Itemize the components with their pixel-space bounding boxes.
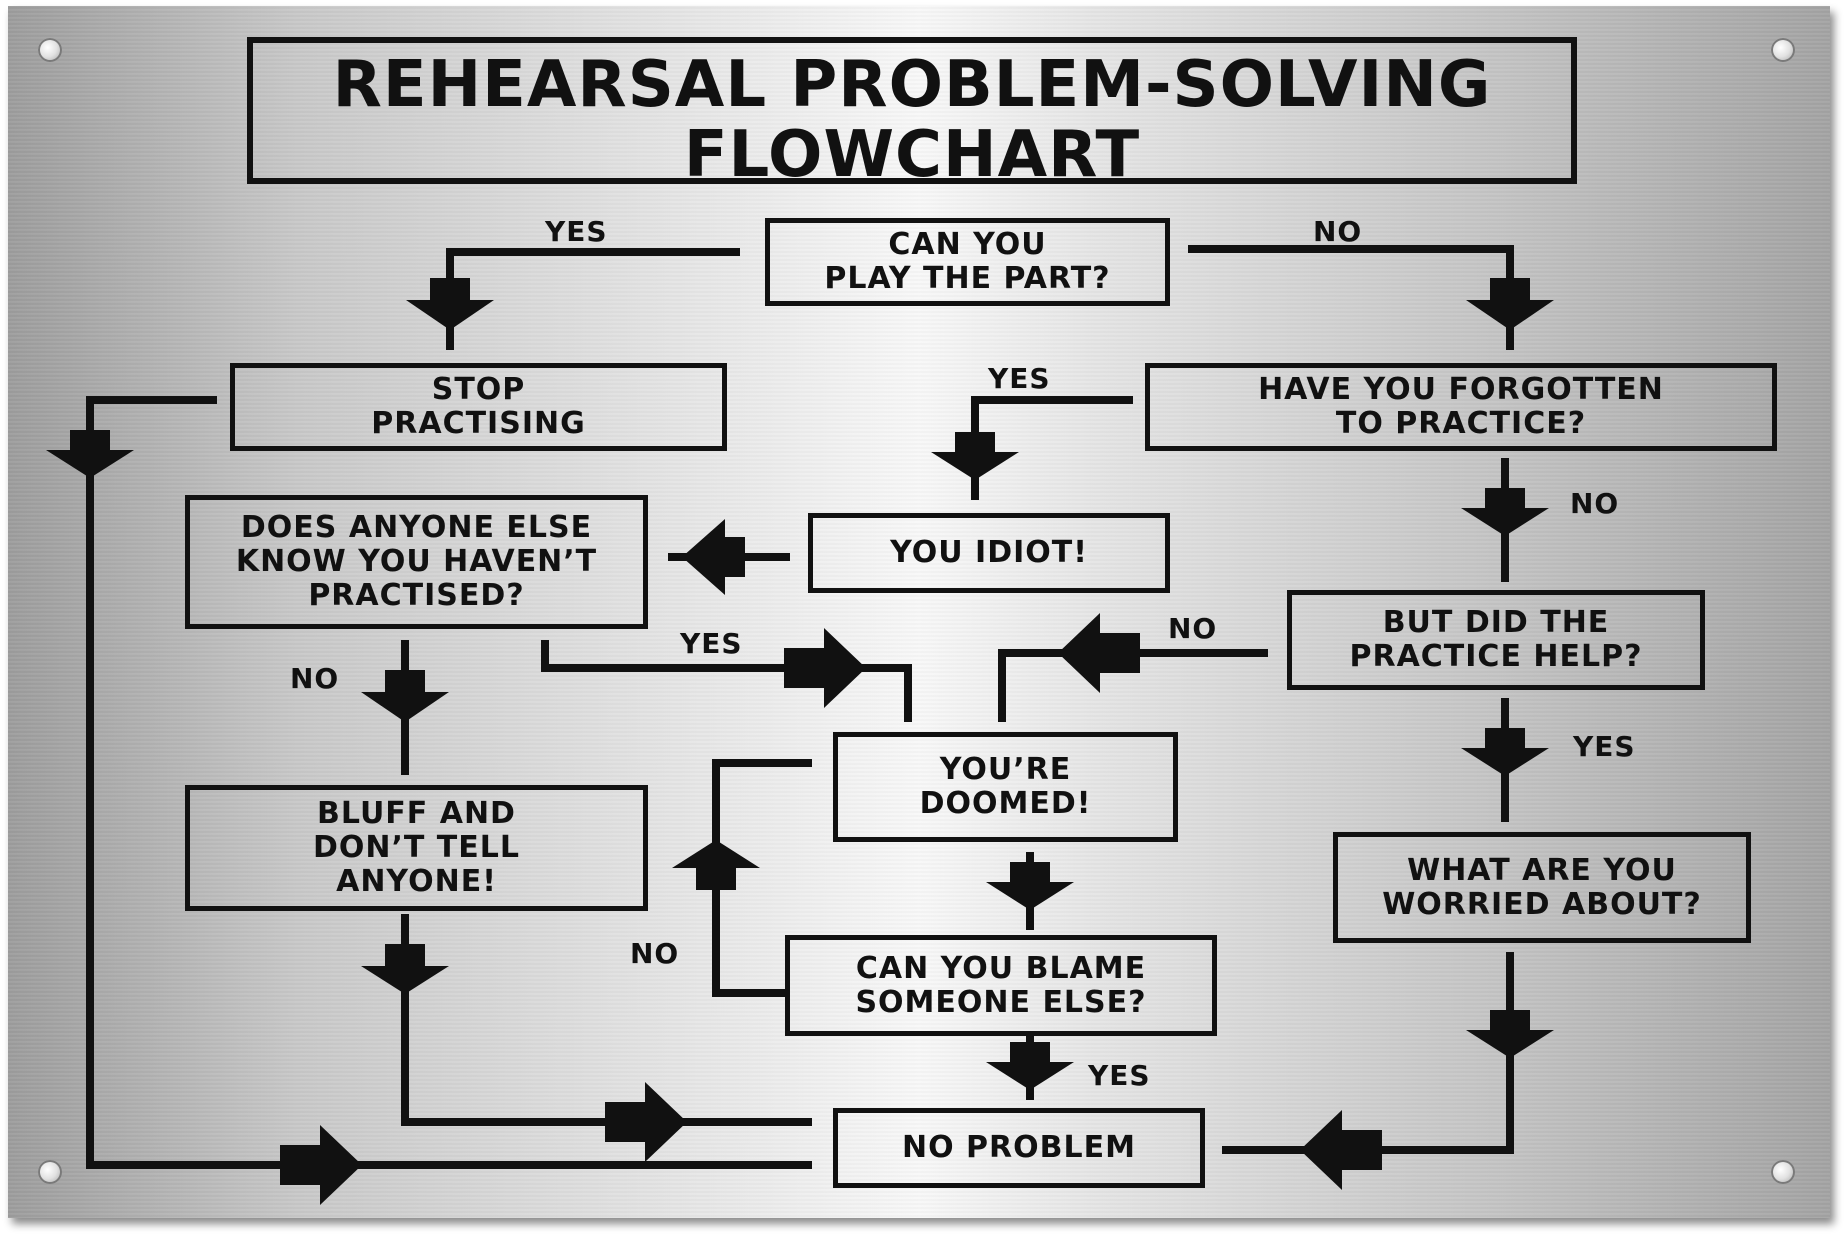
connector-no-top [1188, 245, 1514, 350]
title-line-2: FLOWCHART [683, 118, 1141, 192]
node-text-line: ANYONE! [336, 864, 497, 899]
arrow-down-no-know-icon [361, 670, 449, 722]
connector-stop-loop [86, 396, 812, 1169]
label-yes-help: YES [1573, 730, 1636, 763]
arrow-down-yes-forgot-icon [931, 432, 1019, 480]
node-text-line: STOP [431, 372, 526, 407]
arrow-down-yes-blame-icon [986, 1042, 1074, 1090]
arrow-up-no-blame-icon [672, 840, 760, 890]
node-you-idiot: YOU IDIOT! [808, 513, 1170, 593]
screw-bottom-left-icon [38, 1160, 62, 1184]
arrow-left-no-help-icon [1058, 613, 1140, 693]
label-yes-know: YES [680, 627, 743, 660]
node-text-line: SOMEONE ELSE? [855, 984, 1147, 1020]
node-youre-doomed: YOU’RE DOOMED! [833, 732, 1178, 842]
title-line-1: REHEARSAL PROBLEM-SOLVING [332, 48, 1492, 122]
node-text-line: PRACTICE HELP? [1349, 639, 1643, 674]
arrow-down-no-top-icon [1466, 278, 1554, 330]
arrow-right-yes-know-icon [784, 628, 866, 708]
arrow-left-idiot-to-know-icon [682, 519, 745, 595]
connector-worried-to-noproblem [1222, 952, 1514, 1154]
node-text-line: PLAY THE PART? [824, 261, 1111, 296]
connector-yes-top [446, 248, 740, 350]
screw-bottom-right-icon [1771, 1160, 1795, 1184]
node-text-line: NO PROBLEM [902, 1130, 1136, 1165]
node-text-line: PRACTISING [371, 406, 586, 441]
node-text-line: DOES ANYONE ELSE [240, 510, 593, 545]
node-text-line: PRACTISED? [308, 578, 525, 613]
label-no-blame: NO [630, 937, 680, 970]
label-no-help: NO [1168, 612, 1218, 645]
label-yes-forgot: YES [988, 362, 1051, 395]
arrow-down-stop-loop-icon [46, 430, 134, 478]
node-does-anyone-else-know: DOES ANYONE ELSE KNOW YOU HAVEN’T PRACTI… [185, 495, 648, 629]
arrow-right-stop-loop-icon [280, 1125, 362, 1205]
node-text-line: BLUFF AND [317, 796, 516, 831]
label-no-know: NO [290, 662, 340, 695]
node-text-line: CAN YOU BLAME [855, 950, 1147, 986]
arrow-down-yes-top-icon [406, 278, 494, 330]
node-bluff-and-dont-tell: BLUFF AND DON’T TELL ANYONE! [185, 785, 648, 911]
arrow-down-no-forgot-icon [1461, 488, 1549, 536]
arrow-right-bluff-to-noproblem-icon [605, 1082, 687, 1162]
label-no-forgot: NO [1570, 487, 1620, 520]
arrow-down-worried-icon [1466, 1010, 1554, 1058]
node-text-line: TO PRACTICE? [1335, 406, 1587, 441]
node-can-you-blame-someone-else: CAN YOU BLAME SOMEONE ELSE? [785, 935, 1217, 1036]
title-box: REHEARSAL PROBLEM-SOLVING FLOWCHART [247, 37, 1577, 192]
connector-yes-know [541, 640, 912, 722]
node-text-line: DOOMED! [919, 786, 1092, 821]
arrow-down-bluff-icon [361, 944, 449, 994]
arrow-left-worried-to-noproblem-icon [1300, 1110, 1382, 1190]
arrow-down-yes-help-icon [1461, 728, 1549, 776]
screw-top-right-icon [1771, 38, 1795, 62]
node-have-you-forgotten: HAVE YOU FORGOTTEN TO PRACTICE? [1145, 363, 1777, 451]
node-text-line: CAN YOU [888, 227, 1047, 262]
connector-no-help [998, 649, 1268, 722]
connector-yes-forgot [971, 396, 1133, 500]
node-but-did-the-practice-help: BUT DID THE PRACTICE HELP? [1287, 590, 1705, 690]
node-text-line: YOU IDIOT! [890, 535, 1088, 570]
node-text-line: DON’T TELL [312, 830, 520, 865]
node-what-are-you-worried-about: WHAT ARE YOU WORRIED ABOUT? [1333, 832, 1751, 943]
label-yes-blame: YES [1088, 1059, 1151, 1092]
label-no-top: NO [1313, 215, 1363, 248]
node-stop-practising: STOP PRACTISING [230, 363, 727, 451]
node-text-line: KNOW YOU HAVEN’T [235, 544, 598, 579]
node-text-line: WORRIED ABOUT? [1382, 886, 1702, 922]
node-text-line: WHAT ARE YOU [1407, 852, 1677, 888]
node-text-line: YOU’RE [939, 752, 1072, 787]
label-yes-top: YES [545, 215, 608, 248]
connector-bluff-to-noproblem [401, 914, 812, 1126]
node-text-line: HAVE YOU FORGOTTEN [1258, 372, 1664, 407]
screw-top-left-icon [38, 38, 62, 62]
node-text-line: BUT DID THE [1382, 605, 1610, 640]
arrow-down-doomed-to-blame-icon [986, 862, 1074, 910]
node-can-you-play-the-part: CAN YOU PLAY THE PART? [765, 218, 1170, 306]
node-no-problem: NO PROBLEM [833, 1108, 1205, 1188]
